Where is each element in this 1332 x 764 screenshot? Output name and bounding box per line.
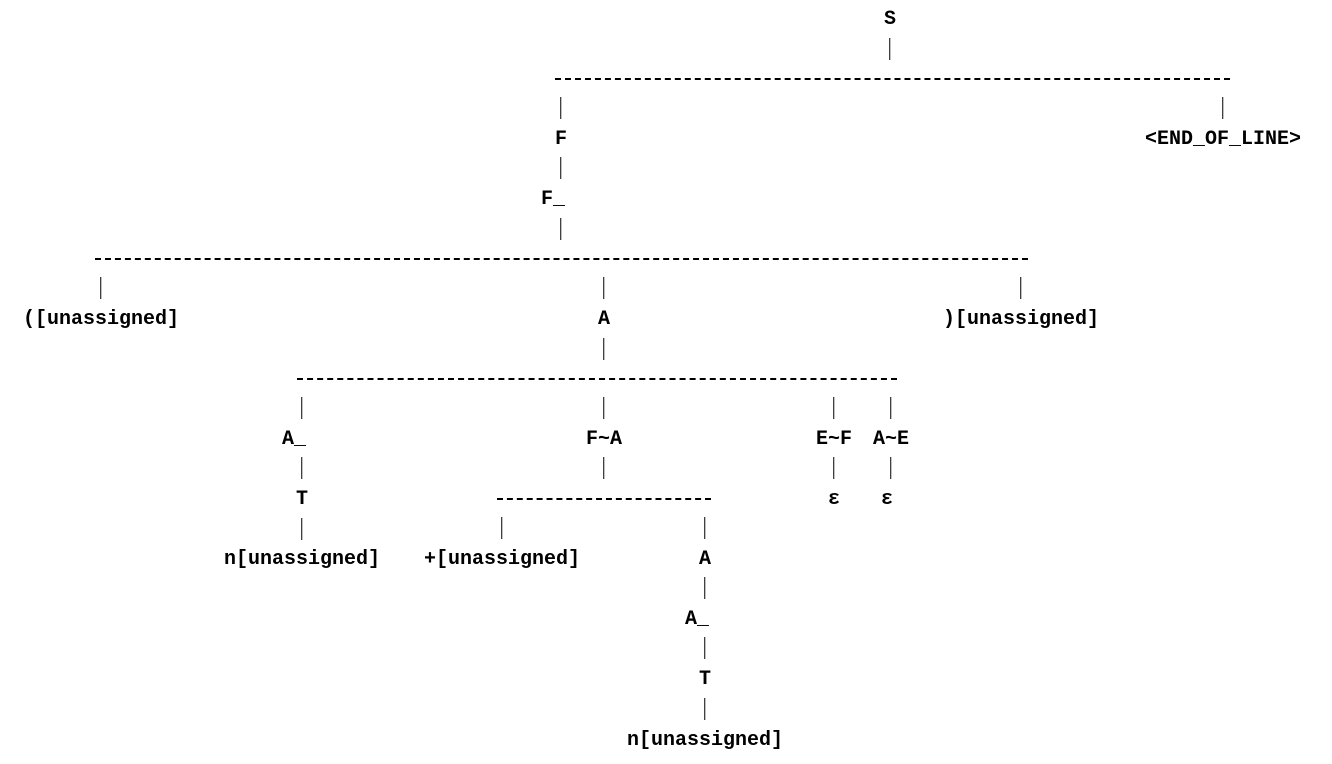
- branch-F-underscore: [95, 258, 1028, 260]
- edge-to-E-tilde-F: [833, 397, 835, 419]
- edge-F-down: [560, 157, 562, 179]
- node-A-2: A: [698, 548, 712, 571]
- node-F-underscore: F_: [540, 188, 566, 211]
- node-epsilon-2: ε: [880, 488, 894, 511]
- edge-A-2-down: [704, 577, 706, 599]
- node-A-underscore-1: A_: [281, 428, 307, 451]
- edge-to-plus: [501, 517, 503, 539]
- edge-A-underscore-2-down: [704, 637, 706, 659]
- edge-to-lparen: [100, 277, 102, 299]
- edge-F-underscore-down: [560, 218, 562, 240]
- node-end-of-line: <END_OF_LINE>: [1144, 128, 1302, 151]
- edge-T-1-down: [301, 518, 303, 540]
- edge-A-tilde-E-down: [890, 457, 892, 479]
- edge-to-F-tilde-A: [603, 397, 605, 419]
- node-A-tilde-E: A~E: [872, 428, 910, 451]
- node-n-2: n[unassigned]: [626, 729, 784, 752]
- node-epsilon-1: ε: [827, 488, 841, 511]
- edge-to-rparen: [1020, 277, 1022, 299]
- node-T-2: T: [698, 668, 712, 691]
- edge-S-down: [889, 38, 891, 60]
- node-T-1: T: [295, 488, 309, 511]
- edge-E-tilde-F-down: [833, 457, 835, 479]
- edge-T-2-down: [704, 698, 706, 720]
- edge-to-F: [560, 97, 562, 119]
- edge-to-A-tilde-E: [890, 397, 892, 419]
- node-lparen: ([unassigned]: [22, 308, 180, 331]
- node-A-underscore-2: A_: [684, 608, 710, 631]
- edge-A-down: [603, 338, 605, 360]
- node-F-tilde-A: F~A: [585, 428, 623, 451]
- node-n-1: n[unassigned]: [223, 548, 381, 571]
- node-rparen: )[unassigned]: [942, 308, 1100, 331]
- branch-S: [555, 78, 1230, 80]
- edge-F-tilde-A-down: [603, 457, 605, 479]
- node-plus: +[unassigned]: [423, 548, 581, 571]
- edge-to-A-2: [704, 517, 706, 539]
- branch-A: [297, 378, 897, 380]
- edge-A-underscore-1-down: [301, 457, 303, 479]
- edge-to-A: [603, 277, 605, 299]
- node-F: F: [554, 128, 568, 151]
- edge-to-end-of-line: [1222, 97, 1224, 119]
- edge-to-A-underscore-1: [301, 397, 303, 419]
- node-S: S: [883, 8, 897, 31]
- branch-F-tilde-A: [497, 498, 711, 500]
- node-E-tilde-F: E~F: [815, 428, 853, 451]
- node-A: A: [597, 308, 611, 331]
